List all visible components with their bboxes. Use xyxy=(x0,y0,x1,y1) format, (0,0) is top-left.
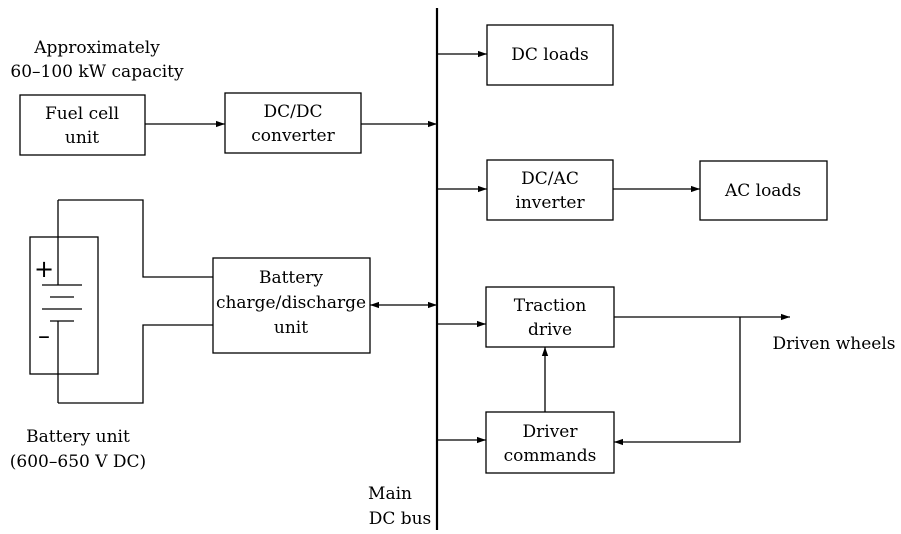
battery-negative-wire xyxy=(58,324,213,404)
battery-unit-label-line2: (600–650 V DC) xyxy=(10,452,146,472)
battery-charge-label-line1: Battery xyxy=(259,268,323,288)
battery-unit-label-line1: Battery unit xyxy=(26,427,130,447)
driver-commands-box: Driver commands xyxy=(485,411,615,474)
driven-wheels-label: Driven wheels xyxy=(773,334,896,354)
dcdc-converter-box: DC/DC converter xyxy=(224,92,362,154)
battery-plus-sign: + xyxy=(34,255,54,283)
dcdc-label-line1: DC/DC xyxy=(263,102,322,122)
traction-drive-box: Traction drive xyxy=(485,286,615,348)
dcdc-label-line2: converter xyxy=(251,126,335,146)
fuel-cell-label-line1: Fuel cell xyxy=(45,104,119,124)
capacity-note-line1: Approximately xyxy=(33,38,160,58)
battery-positive-wire xyxy=(58,199,213,278)
traction-label-line2: drive xyxy=(528,320,572,340)
bus-label-line1: Main xyxy=(368,484,412,504)
dcac-label-line1: DC/AC xyxy=(521,169,579,189)
driver-label-line2: commands xyxy=(504,446,597,466)
dc-loads-label: DC loads xyxy=(511,45,588,65)
bus-label-line2: DC bus xyxy=(369,509,432,529)
traction-label-line1: Traction xyxy=(514,296,587,316)
ac-loads-box: AC loads xyxy=(699,160,828,221)
battery-charge-label-line3: unit xyxy=(274,318,308,338)
dcac-label-line2: inverter xyxy=(515,193,585,213)
ac-loads-label: AC loads xyxy=(724,181,801,201)
fuel-cell-label-line2: unit xyxy=(65,128,99,148)
battery-charge-label-line2: charge/discharge xyxy=(216,293,366,313)
capacity-note-line2: 60–100 kW capacity xyxy=(10,62,184,82)
battery-minus-sign: – xyxy=(38,322,50,350)
dcac-inverter-box: DC/AC inverter xyxy=(486,159,614,221)
fuel-cell-unit-box: Fuel cell unit xyxy=(19,94,146,156)
battery-charge-discharge-box: Battery charge/discharge unit xyxy=(212,257,371,354)
arrow-feedback-to-driver xyxy=(614,317,741,446)
battery-unit-symbol: + – xyxy=(29,200,99,403)
dc-loads-box: DC loads xyxy=(486,24,614,86)
driver-label-line1: Driver xyxy=(523,422,579,442)
